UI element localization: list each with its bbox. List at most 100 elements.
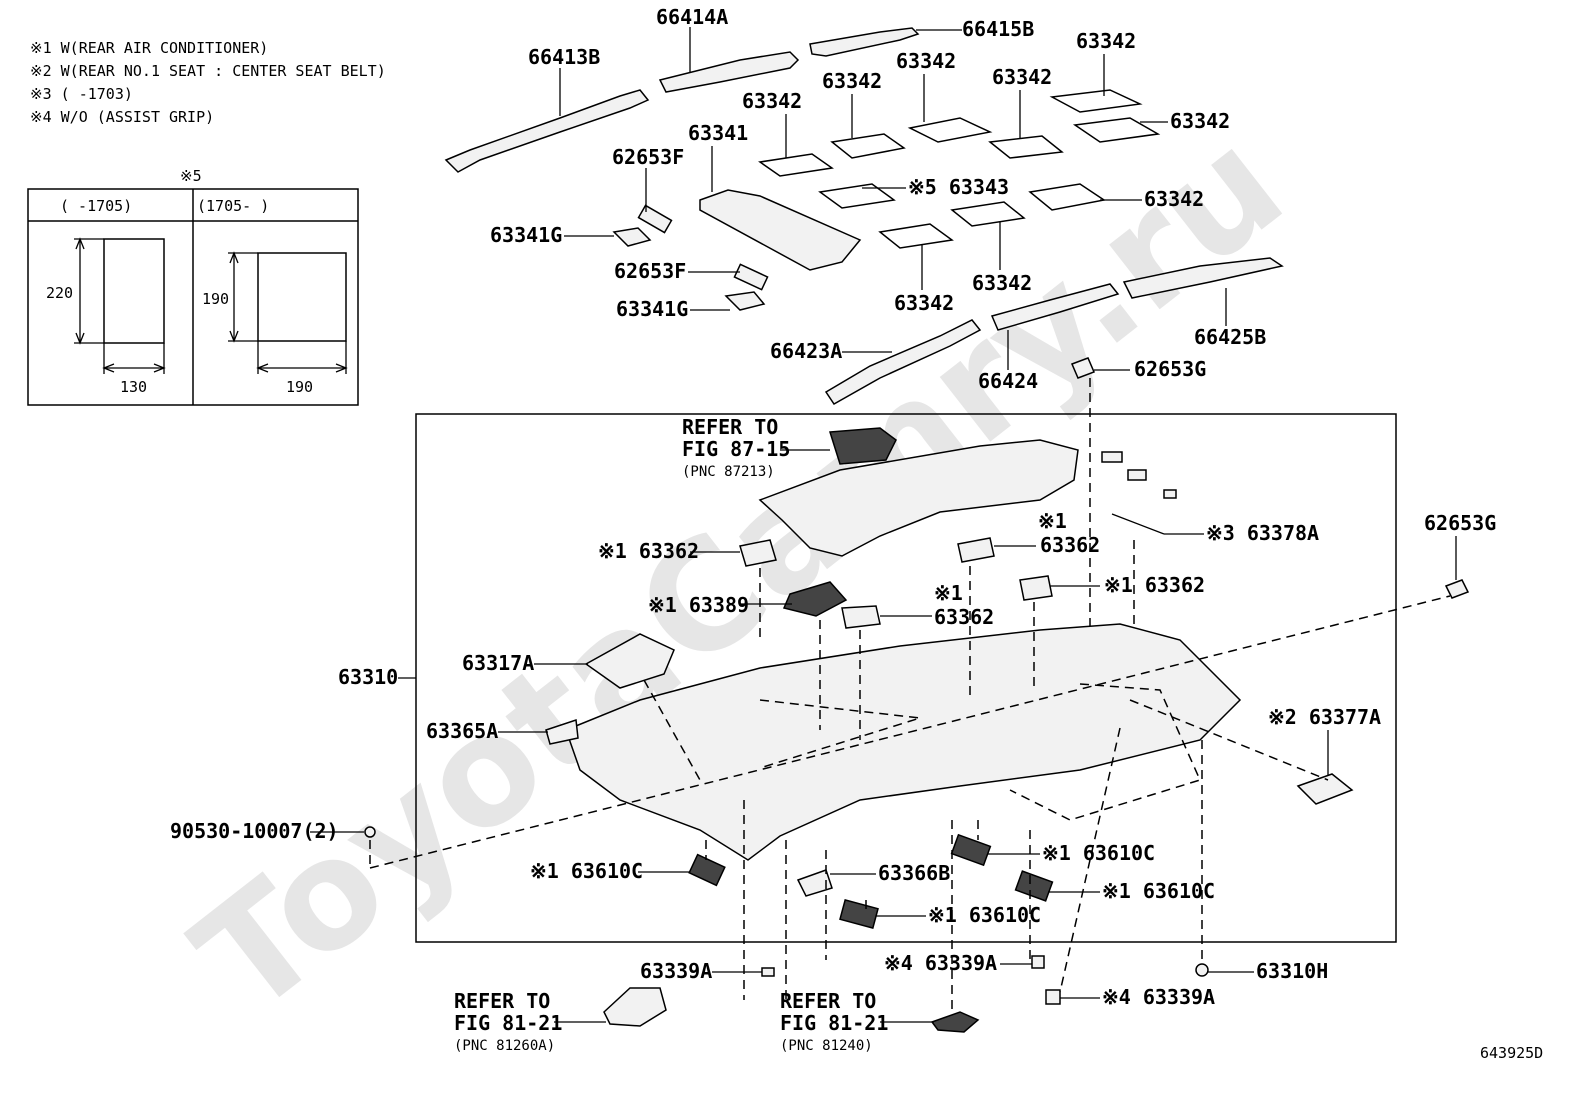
label-62653F-b: 62653F: [614, 259, 686, 283]
label-62653F-a: 62653F: [612, 145, 684, 169]
leader-lines: [310, 27, 1457, 1023]
part-63341-panel: [699, 189, 862, 271]
ref-left-line2: FIG 81-21: [454, 1011, 562, 1035]
label-63339A-a: 63339A: [640, 959, 712, 983]
label-63317A: 63317A: [462, 651, 534, 675]
part-63362-a: [739, 539, 777, 567]
part-63362-c: [1019, 575, 1053, 601]
label-62653G-b: 62653G: [1424, 511, 1496, 535]
label-63362-c: ※1 63362: [1104, 573, 1205, 597]
note-1: ※1 W(REAR AIR CONDITIONER): [30, 39, 268, 57]
part-66423A-rail: [824, 319, 982, 405]
size-table: ※5 ( -1705) (1705- ) 220 130 190 190: [27, 167, 359, 406]
label-66415B: 66415B: [962, 17, 1034, 41]
part-63339A-b: [1031, 955, 1045, 969]
part-63365A: [545, 718, 579, 745]
part-63366B: [796, 869, 833, 897]
part-63377A: [1296, 773, 1354, 805]
label-63342-c: 63342: [896, 49, 956, 73]
label-90530: 90530-10007(2): [170, 819, 339, 843]
label-63610C-c: ※1 63610C: [1102, 879, 1215, 903]
label-63342-b: 63342: [822, 69, 882, 93]
part-63341G-b: [724, 291, 766, 311]
ref-right-line3: (PNC 81240): [780, 1038, 873, 1054]
part-labels: 66414A 66415B 66413B 63342 63342 63342 6…: [170, 5, 1543, 1062]
part-63362-b: [957, 537, 995, 563]
clip-c: [1163, 489, 1177, 499]
note-2: ※2 W(REAR NO.1 SEAT : CENTER SEAT BELT): [30, 62, 386, 80]
size-col1-sheet: [103, 238, 165, 344]
ref-top-line3: (PNC 87213): [682, 464, 775, 480]
part-63378A-wire: [1111, 513, 1165, 535]
size-table-col1-header: ( -1705): [60, 197, 132, 215]
part-62653G-b: [1444, 579, 1470, 599]
label-63342-d: 63342: [992, 65, 1052, 89]
ref-left-line1: REFER TO: [454, 989, 550, 1013]
label-63339A-c: ※4 63339A: [1102, 985, 1215, 1009]
part-63310-headliner: [565, 623, 1242, 861]
label-63389: ※1 63389: [648, 593, 749, 617]
label-63362-d: 63362: [934, 605, 994, 629]
dashed-guides: [369, 378, 1451, 1012]
ref-top-line1: REFER TO: [682, 415, 778, 439]
part-63339A-a: [761, 967, 775, 977]
label-63342-i: 63342: [894, 291, 954, 315]
part-66413B-rail: [444, 89, 650, 173]
part-81260A-lamp: [603, 987, 667, 1027]
label-66413B: 66413B: [528, 45, 600, 69]
label-66414A: 66414A: [656, 5, 728, 29]
label-62653G-a: 62653G: [1134, 357, 1206, 381]
size-table-col2-header: (1705- ): [197, 197, 269, 215]
label-63310: 63310: [338, 665, 398, 689]
label-63378A: ※3 63378A: [1206, 521, 1319, 545]
label-63362-b: 63362: [1040, 533, 1100, 557]
part-63362-d: [841, 605, 881, 629]
label-63339A-b: ※4 63339A: [884, 951, 997, 975]
label-63610C-d: ※1 63610C: [928, 903, 1041, 927]
label-63341: 63341: [688, 121, 748, 145]
part-63610C-b: [950, 833, 992, 867]
part-66425B-rail: [1122, 257, 1284, 299]
part-66424-rail: [990, 283, 1120, 331]
part-63339A-c: [1045, 989, 1061, 1005]
size-col2-sheet: [257, 252, 347, 342]
ref-right-line1: REFER TO: [780, 989, 876, 1013]
part-63610C-d: [839, 899, 879, 929]
size-table-mark: ※5: [180, 167, 202, 185]
sheets-63342: [758, 89, 1161, 249]
label-63610C-b: ※1 63610C: [1042, 841, 1155, 865]
label-63342-h: 63342: [972, 271, 1032, 295]
label-63362-d-mark: ※1: [934, 581, 963, 605]
label-63377A: ※2 63377A: [1268, 705, 1381, 729]
part-63341G-a: [612, 227, 652, 247]
part-63317A: [584, 633, 675, 689]
label-66425B: 66425B: [1194, 325, 1266, 349]
label-63342-f: 63342: [742, 89, 802, 113]
part-66415B-rail: [809, 27, 920, 57]
part-90530-clip: [364, 826, 376, 838]
label-63342-e: 63342: [1170, 109, 1230, 133]
size-col1-width: 130: [120, 378, 147, 396]
diagram-id: 643925D: [1480, 1044, 1543, 1062]
label-66423A: 66423A: [770, 339, 842, 363]
part-87213-console: [829, 427, 897, 465]
label-63365A: 63365A: [426, 719, 498, 743]
part-63610C-a: [688, 853, 726, 887]
label-63341G-b: 63341G: [616, 297, 688, 321]
label-66424: 66424: [978, 369, 1038, 393]
ref-right-line2: FIG 81-21: [780, 1011, 888, 1035]
label-63362-a: ※1 63362: [598, 539, 699, 563]
label-63310H: 63310H: [1256, 959, 1328, 983]
part-63389: [782, 581, 848, 617]
clip-a: [1101, 451, 1123, 463]
clip-b: [1127, 469, 1147, 481]
part-62653F-a: [637, 204, 673, 234]
note-4: ※4 W/O (ASSIST GRIP): [30, 108, 214, 126]
part-62653F-b: [733, 263, 769, 291]
part-63610C-c: [1014, 870, 1054, 902]
part-81240-lamp: [930, 1011, 980, 1033]
size-col2-width: 190: [286, 378, 313, 396]
notes-block: ※1 W(REAR AIR CONDITIONER) ※2 W(REAR NO.…: [30, 39, 386, 126]
label-63610C-a: ※1 63610C: [530, 859, 643, 883]
